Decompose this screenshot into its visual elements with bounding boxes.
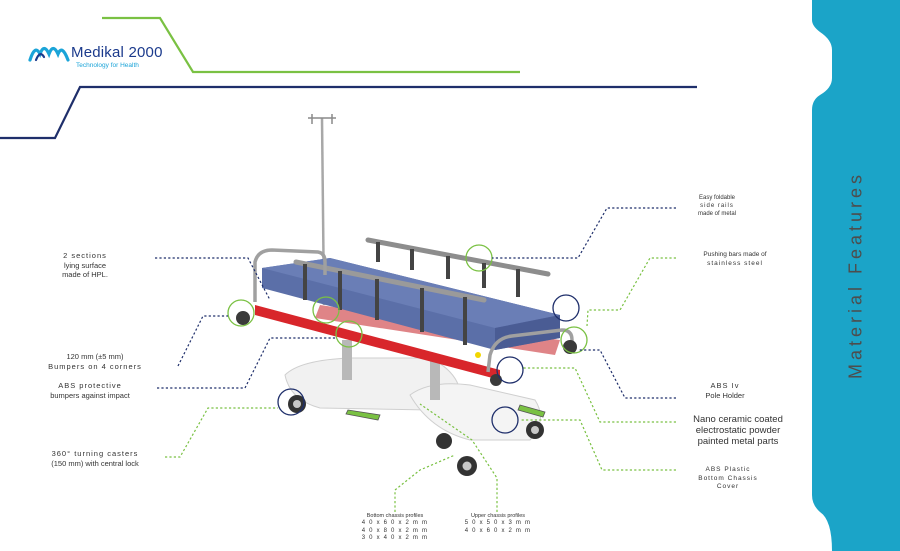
label-abs-bumpers: ABS protective bumpers against impact [50, 381, 130, 400]
label-casters: 360° turning casters (150 mm) with centr… [51, 449, 139, 468]
brand-name: Medikal 2000 [71, 44, 163, 61]
brand-tagline: Technology for Health [76, 62, 139, 69]
label-lying-surface: 2 sections lying surface made of HPL. [62, 251, 108, 279]
label-pole-holder: ABS Iv Pole Holder [705, 381, 745, 400]
label-upper-profiles: Upper chassis profiles 5 0 x 5 0 x 3 m m… [464, 513, 532, 534]
label-bumpers-corners: 120 mm (±5 mm) Bumpers on 4 corners [48, 352, 142, 371]
label-painted-parts: Nano ceramic coated electrostatic powder… [693, 414, 783, 447]
sidebar-title: Material Features [845, 170, 866, 380]
sidebar-panel [812, 0, 900, 551]
stretcher-illustration [155, 114, 676, 512]
label-bottom-profiles: Bottom chassis profiles 4 0 x 6 0 x 2 m … [361, 513, 429, 541]
label-pushing-bars: Pushing bars made of stainless steel [703, 251, 767, 267]
label-side-rails: Easy foldable side rails made of metal [697, 195, 737, 217]
medikal-logo-icon [28, 46, 70, 62]
label-bottom-cover: ABS Plastic Bottom Chassis Cover [698, 466, 758, 490]
